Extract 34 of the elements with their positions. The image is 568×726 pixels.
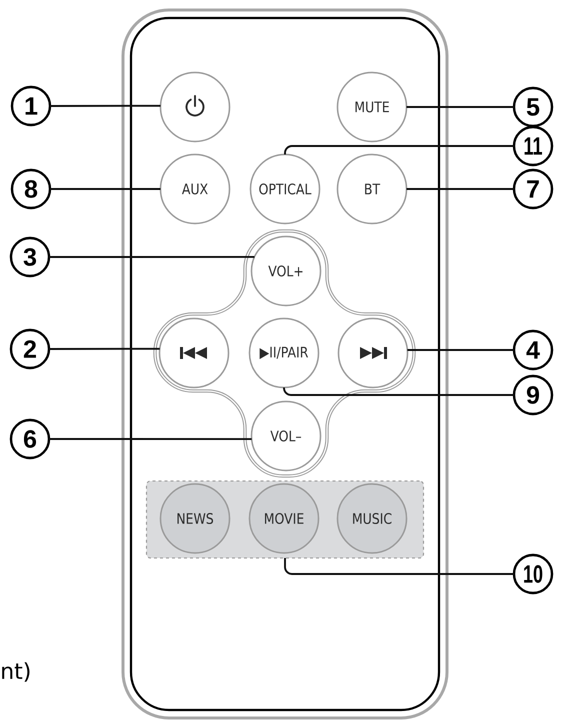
remote-button: BT: [336, 154, 408, 224]
callout-number: 11: [512, 126, 554, 166]
callout-number: 6: [10, 418, 50, 460]
leader-line: [406, 188, 514, 190]
callout-number: 2: [10, 328, 50, 370]
remote-button: [338, 318, 408, 388]
remote-button: OPTICAL: [250, 154, 320, 224]
leader-line: [49, 256, 254, 258]
leader-line: [406, 106, 514, 108]
remote-button: [160, 72, 230, 142]
leader-line: [49, 348, 160, 350]
callout-number: 7: [512, 168, 554, 210]
callout-number: 1: [10, 86, 52, 126]
callout-number: 3: [10, 236, 50, 278]
callout-number: 5: [512, 86, 554, 128]
note-text: nt): [2, 662, 30, 682]
remote-button: MOVIE: [248, 483, 320, 554]
callout-number: 10: [512, 554, 554, 594]
remote-button: VOL–: [250, 400, 322, 472]
leader-line: [407, 349, 514, 351]
callout-number: 9: [512, 374, 554, 416]
remote-button: [158, 318, 230, 388]
leader-line: [284, 558, 514, 575]
leader-line: [50, 104, 161, 107]
leader-line: [50, 188, 160, 190]
leader-line: [49, 438, 252, 440]
callout-number: 4: [512, 330, 554, 370]
remote-button: VOL+: [250, 236, 322, 306]
remote-button: MUTE: [336, 72, 408, 142]
remote-button: NEWS: [160, 483, 230, 554]
remote-button: ▶II/PAIR: [248, 318, 320, 388]
remote-button: AUX: [160, 154, 230, 224]
callout-number: 8: [10, 168, 52, 210]
remote-button: MUSIC: [336, 483, 408, 554]
